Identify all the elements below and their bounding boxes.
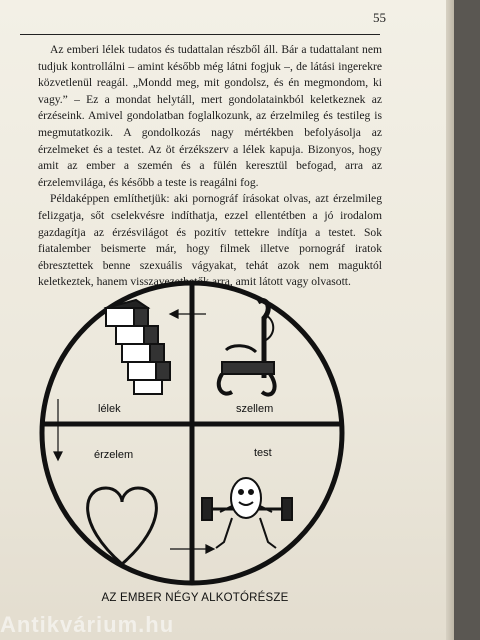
page-edge: [446, 0, 454, 640]
arrow-left-to-right-bottom: [170, 544, 216, 554]
watermark-logo: Antikvárium.hu: [0, 612, 175, 637]
arrow-right-to-left-top: [168, 309, 206, 319]
diagram-caption: AZ EMBER NÉGY ALKOTÓRÉSZE: [101, 592, 289, 604]
page-number: 55: [373, 10, 386, 25]
four-parts-diagram: lélek szellem érzelem test: [39, 280, 345, 586]
label-erzelem: érzelem: [94, 449, 133, 461]
strongman-icon: [201, 477, 293, 549]
label-test: test: [254, 447, 272, 459]
arrow-down-left: [53, 399, 63, 462]
book-page: 55 Az emberi lélek tudatos és tudattalan…: [0, 0, 446, 640]
label-szellem: szellem: [236, 403, 273, 415]
drawers-icon: [103, 298, 171, 395]
chair-icon: [216, 298, 277, 397]
heart-icon: [86, 486, 158, 566]
body-text: Az emberi lélek tudatos és tudattalan ré…: [38, 42, 382, 291]
header-rule: [20, 34, 380, 35]
paragraph-1: Az emberi lélek tudatos és tudattalan ré…: [38, 43, 382, 189]
label-lelek: lélek: [98, 403, 121, 415]
